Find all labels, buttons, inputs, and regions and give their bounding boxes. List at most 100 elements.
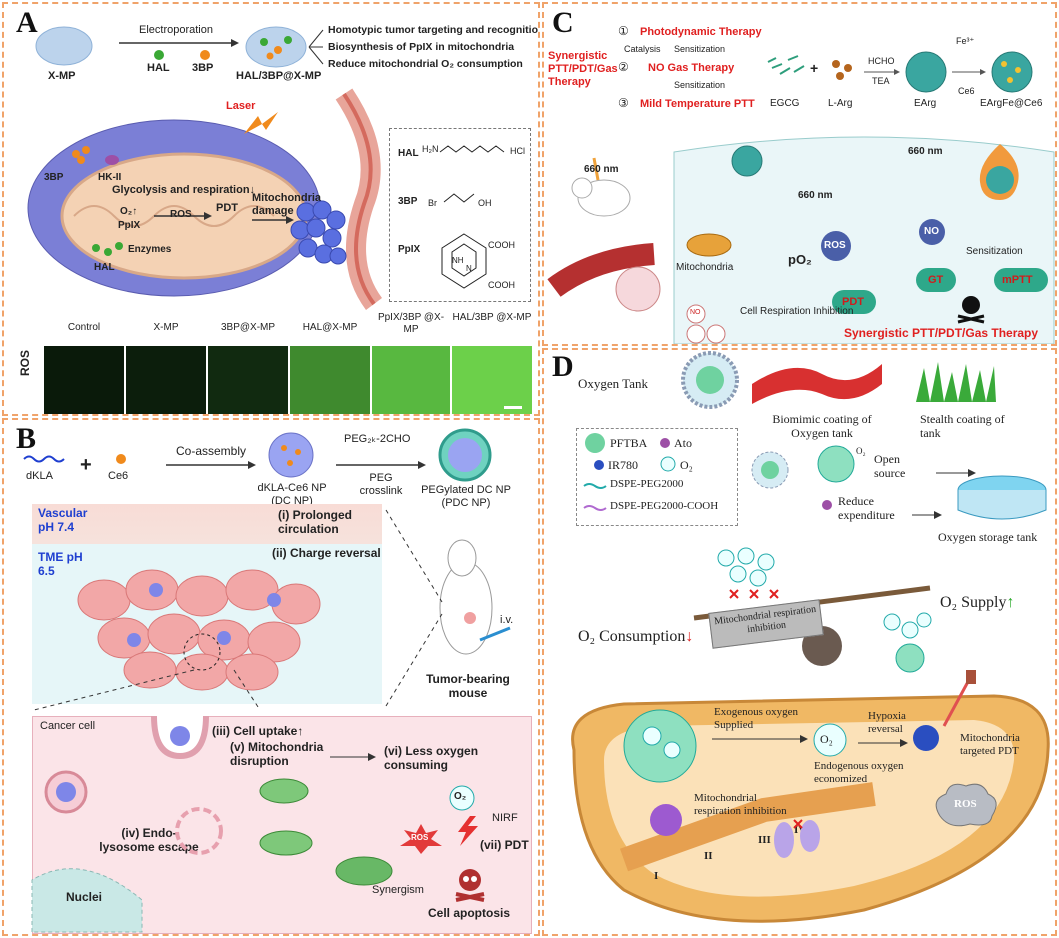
- panel-a: A X-MP Electroporation HAL 3BP HAL/3BP@X…: [2, 2, 540, 416]
- tumor-tissue: [77, 569, 321, 691]
- po2-label: pO₂: [788, 252, 812, 267]
- 3bp-oh: OH: [478, 198, 492, 208]
- vascular-label: Vascular pH 7.4: [38, 506, 88, 534]
- uptake-label: (iii) Cell uptake↑: [212, 724, 304, 738]
- pftba-dot: [585, 433, 605, 453]
- pdt-pill: [832, 290, 876, 314]
- mito-pdt-label: Mitochondria targeted PDT: [960, 732, 1020, 757]
- nucleus: [31, 868, 143, 933]
- ros-image-2: [208, 346, 288, 414]
- exogenous-np: [623, 709, 697, 783]
- dkla-icon: [23, 455, 65, 463]
- ros-image-0: [44, 346, 124, 414]
- hal-structure: [439, 145, 505, 153]
- eargfe-particle: [991, 51, 1033, 93]
- nm-left: 660 nm: [584, 164, 619, 175]
- storage-label: Oxygen storage tank: [938, 530, 1038, 544]
- sensitization-3: Sensitization: [966, 246, 1023, 257]
- ros-image-4: [372, 346, 450, 414]
- ros-burst-label: ROS: [411, 833, 429, 842]
- enzymes-label: Enzymes: [128, 244, 172, 255]
- hypoxia-label: Hypoxia reversal: [868, 710, 906, 735]
- membrane-proteins: [774, 819, 820, 858]
- mouse-icon: [439, 539, 511, 655]
- ros-image-1: [126, 346, 206, 414]
- cell-diagram: [27, 119, 321, 297]
- o2-drops: [717, 547, 775, 587]
- skull-c: [957, 296, 985, 324]
- complex-i: I: [654, 870, 659, 882]
- stealth-icon: [916, 362, 996, 402]
- electroporation-label: Electroporation: [139, 24, 213, 36]
- step-1: Photodynamic Therapy: [640, 26, 762, 38]
- glycolysis-label: Glycolysis and respiration↓: [112, 184, 256, 196]
- endosome: [44, 770, 88, 814]
- scale-bar: [504, 406, 522, 409]
- pdt-sphere: [913, 725, 939, 751]
- step-3: Mild Temperature PTT: [640, 98, 755, 110]
- step-num-3: ③: [618, 96, 629, 110]
- open-source-label: Open source: [874, 452, 906, 480]
- mptt-pill: [994, 268, 1048, 292]
- mouse-c: [571, 157, 631, 217]
- source-np: [751, 451, 789, 489]
- supply-label: O₂ Supply↑: [940, 594, 1014, 612]
- hcho-label: HCHO: [868, 56, 895, 66]
- biomimic-icon: [752, 364, 882, 404]
- ppix-n: N: [466, 264, 472, 273]
- oxygen-tank-icon: [681, 351, 739, 409]
- coassembly-arrow: [166, 461, 256, 469]
- gt-pill: [916, 268, 956, 292]
- egcg-icon: [767, 55, 805, 75]
- ros-c-label: ROS: [824, 240, 846, 251]
- legend-dspe-cooh: DSPE-PEG2000-COOH: [610, 500, 719, 512]
- 3bp-dot: [200, 50, 210, 60]
- ros-group-2: 3BP@X-MP: [220, 322, 276, 333]
- o2-free: [813, 723, 847, 757]
- o2-bubble: [449, 785, 475, 811]
- pdc-np: [438, 428, 492, 482]
- outcome-2: Biosynthesis of PpIX in mitochondria: [328, 41, 515, 53]
- ppix-cooh-1: COOH: [488, 240, 515, 250]
- ir780-dot: [594, 460, 604, 470]
- ce6-label: Ce6: [108, 470, 129, 482]
- coassembly-label: Co-assembly: [176, 444, 247, 458]
- tissue-to-cell-lines: [33, 669, 261, 711]
- ros-image-3: [290, 346, 370, 414]
- dc-np: [268, 432, 314, 478]
- electroporation-arrow: [119, 39, 239, 47]
- mptt-label: mPTT: [1002, 274, 1033, 286]
- tme-label: TME pH 6.5: [38, 550, 83, 578]
- 3bp-structure: [443, 193, 475, 203]
- escape-vesicle: [175, 807, 223, 855]
- ros-cloud: [935, 783, 997, 827]
- panel-d-label: D: [552, 350, 574, 383]
- step-num-1: ①: [618, 24, 629, 38]
- earg-particle: [905, 51, 947, 93]
- nirf-label: NIRF: [492, 812, 518, 824]
- plus-c: +: [810, 60, 819, 76]
- struct-hal: HAL: [398, 148, 419, 159]
- pdt-c-label: PDT: [842, 296, 864, 308]
- stealth-label: Stealth coating of tank: [920, 412, 1005, 440]
- ppix-nh: NH: [452, 256, 464, 265]
- ros-group-4: PpIX/3BP @X-MP: [377, 312, 445, 335]
- endo-label: (iv) Endo-lysosome escape: [99, 826, 199, 854]
- peg-crosslink: PEG crosslink: [359, 472, 403, 497]
- oxygen-tank-label: Oxygen Tank: [578, 376, 648, 391]
- nuclei-label: Nuclei: [66, 890, 103, 904]
- up-arrow-icon: ↑: [1006, 594, 1015, 611]
- ros-axis-label: ROS: [18, 349, 32, 376]
- loaded-particle: [245, 26, 307, 68]
- hk2-label: HK-II: [98, 172, 122, 183]
- pdt-label: (vii) PDT: [480, 838, 529, 852]
- o2-bubble-label: O₂: [454, 791, 467, 802]
- outcome-1: Homotypic tumor targeting and recognitio…: [328, 24, 540, 36]
- panel-c: C Synergistic PTT/PDT/Gas Therapy ① ② ③ …: [542, 2, 1057, 346]
- bottom-title: Synergistic PTT/PDT/Gas Therapy: [844, 326, 1039, 340]
- sensitization-1: Sensitization: [674, 44, 726, 54]
- cell-ros: ROS: [170, 209, 192, 220]
- outcome-arrows: [308, 29, 324, 65]
- panel-b-label: B: [16, 422, 37, 455]
- tumor-cluster: [290, 200, 347, 265]
